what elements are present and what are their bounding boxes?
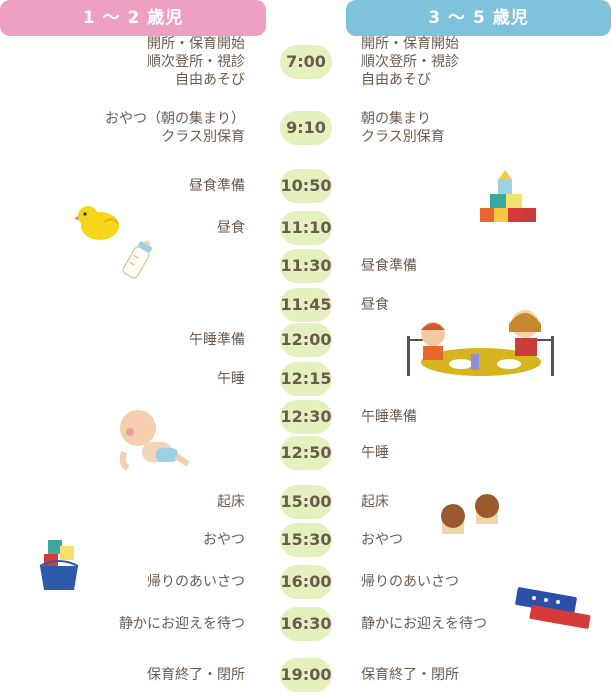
activity-3-5-years: 開所・保育開始 順次登所・視診 自由あそび [361,36,459,88]
muffins-illustration [441,494,499,534]
schedule-row: 昼食準備 10:50 [0,169,611,203]
time-badge: 19:00 [280,658,332,692]
activity-1-2-years: 静かにお迎えを待つ [119,616,245,632]
activity-1-2-years: 開所・保育開始 順次登所・視診 自由あそび [147,36,245,88]
activity-1-2-years: 帰りのあいさつ [147,574,245,590]
header-1-2-years: 1 〜 2 歳児 [0,0,266,36]
activity-1-2-years: 昼食準備 [189,178,245,194]
schedule-row: 静かにお迎えを待つ 16:30 静かにお迎えを待つ [0,607,611,641]
activity-3-5-years: 静かにお迎えを待つ [361,616,487,632]
schedule-row: 起床 15:00 起床 [0,485,611,519]
time-badge: 11:45 [280,288,332,322]
time-badge: 16:00 [280,565,332,599]
books-illustration [515,587,591,629]
schedule-row: 午睡準備 12:00 [0,323,611,357]
activity-3-5-years: 保育終了・閉所 [361,667,459,683]
time-badge: 7:00 [280,45,332,79]
time-badge: 15:00 [280,485,332,519]
time-badge: 12:00 [280,323,332,357]
activity-3-5-years: 朝の集まり クラス別保育 [361,111,445,145]
activity-1-2-years: 昼食 [217,220,245,236]
time-badge: 12:30 [280,400,332,434]
time-badge: 10:50 [280,169,332,203]
toy-blocks-illustration [480,170,536,222]
time-badge: 11:30 [280,249,332,283]
activity-1-2-years: おやつ（朝の集まり） クラス別保育 [105,111,245,145]
activity-3-5-years: 昼食 [361,297,389,313]
baby-bottle-illustration [122,240,152,279]
crawling-baby-illustration [119,410,190,471]
activity-3-5-years: 起床 [361,494,389,510]
activity-1-2-years: おやつ [203,532,245,548]
activity-1-2-years: 午睡 [217,371,245,387]
activity-3-5-years: 昼食準備 [361,258,417,274]
lunch-children-illustration [407,310,554,376]
schedule-row: おやつ（朝の集まり） クラス別保育 9:10 朝の集まり クラス別保育 [0,111,611,145]
time-badge: 11:10 [280,211,332,245]
schedule-row: 昼食 11:10 [0,211,611,245]
activity-3-5-years: おやつ [361,532,403,548]
schedule-row: 午睡 12:15 [0,362,611,396]
chick-illustration [74,206,119,240]
time-badge: 12:15 [280,362,332,396]
schedule-row: 開所・保育開始 順次登所・視診 自由あそび 7:00 開所・保育開始 順次登所・視診… [0,36,611,88]
activity-1-2-years: 起床 [217,494,245,510]
activity-1-2-years: 保育終了・閉所 [147,667,245,683]
time-badge: 9:10 [280,111,332,145]
activity-3-5-years: 帰りのあいさつ [361,574,459,590]
activity-1-2-years: 午睡準備 [189,332,245,348]
bucket-blocks-illustration [39,540,79,590]
schedule-row: 11:45 昼食 [0,288,611,322]
activity-3-5-years: 午睡 [361,445,389,461]
schedule-row: 12:30 午睡準備 [0,400,611,434]
schedule-row: 12:50 午睡 [0,436,611,470]
header-3-5-years: 3 〜 5 歳児 [346,0,611,36]
time-badge: 16:30 [280,607,332,641]
time-badge: 15:30 [280,523,332,557]
schedule-row: 帰りのあいさつ 16:00 帰りのあいさつ [0,565,611,599]
schedule-row: 保育終了・閉所 19:00 保育終了・閉所 [0,658,611,692]
time-badge: 12:50 [280,436,332,470]
schedule-row: おやつ 15:30 おやつ [0,523,611,557]
schedule-row: 11:30 昼食準備 [0,249,611,283]
activity-3-5-years: 午睡準備 [361,409,417,425]
